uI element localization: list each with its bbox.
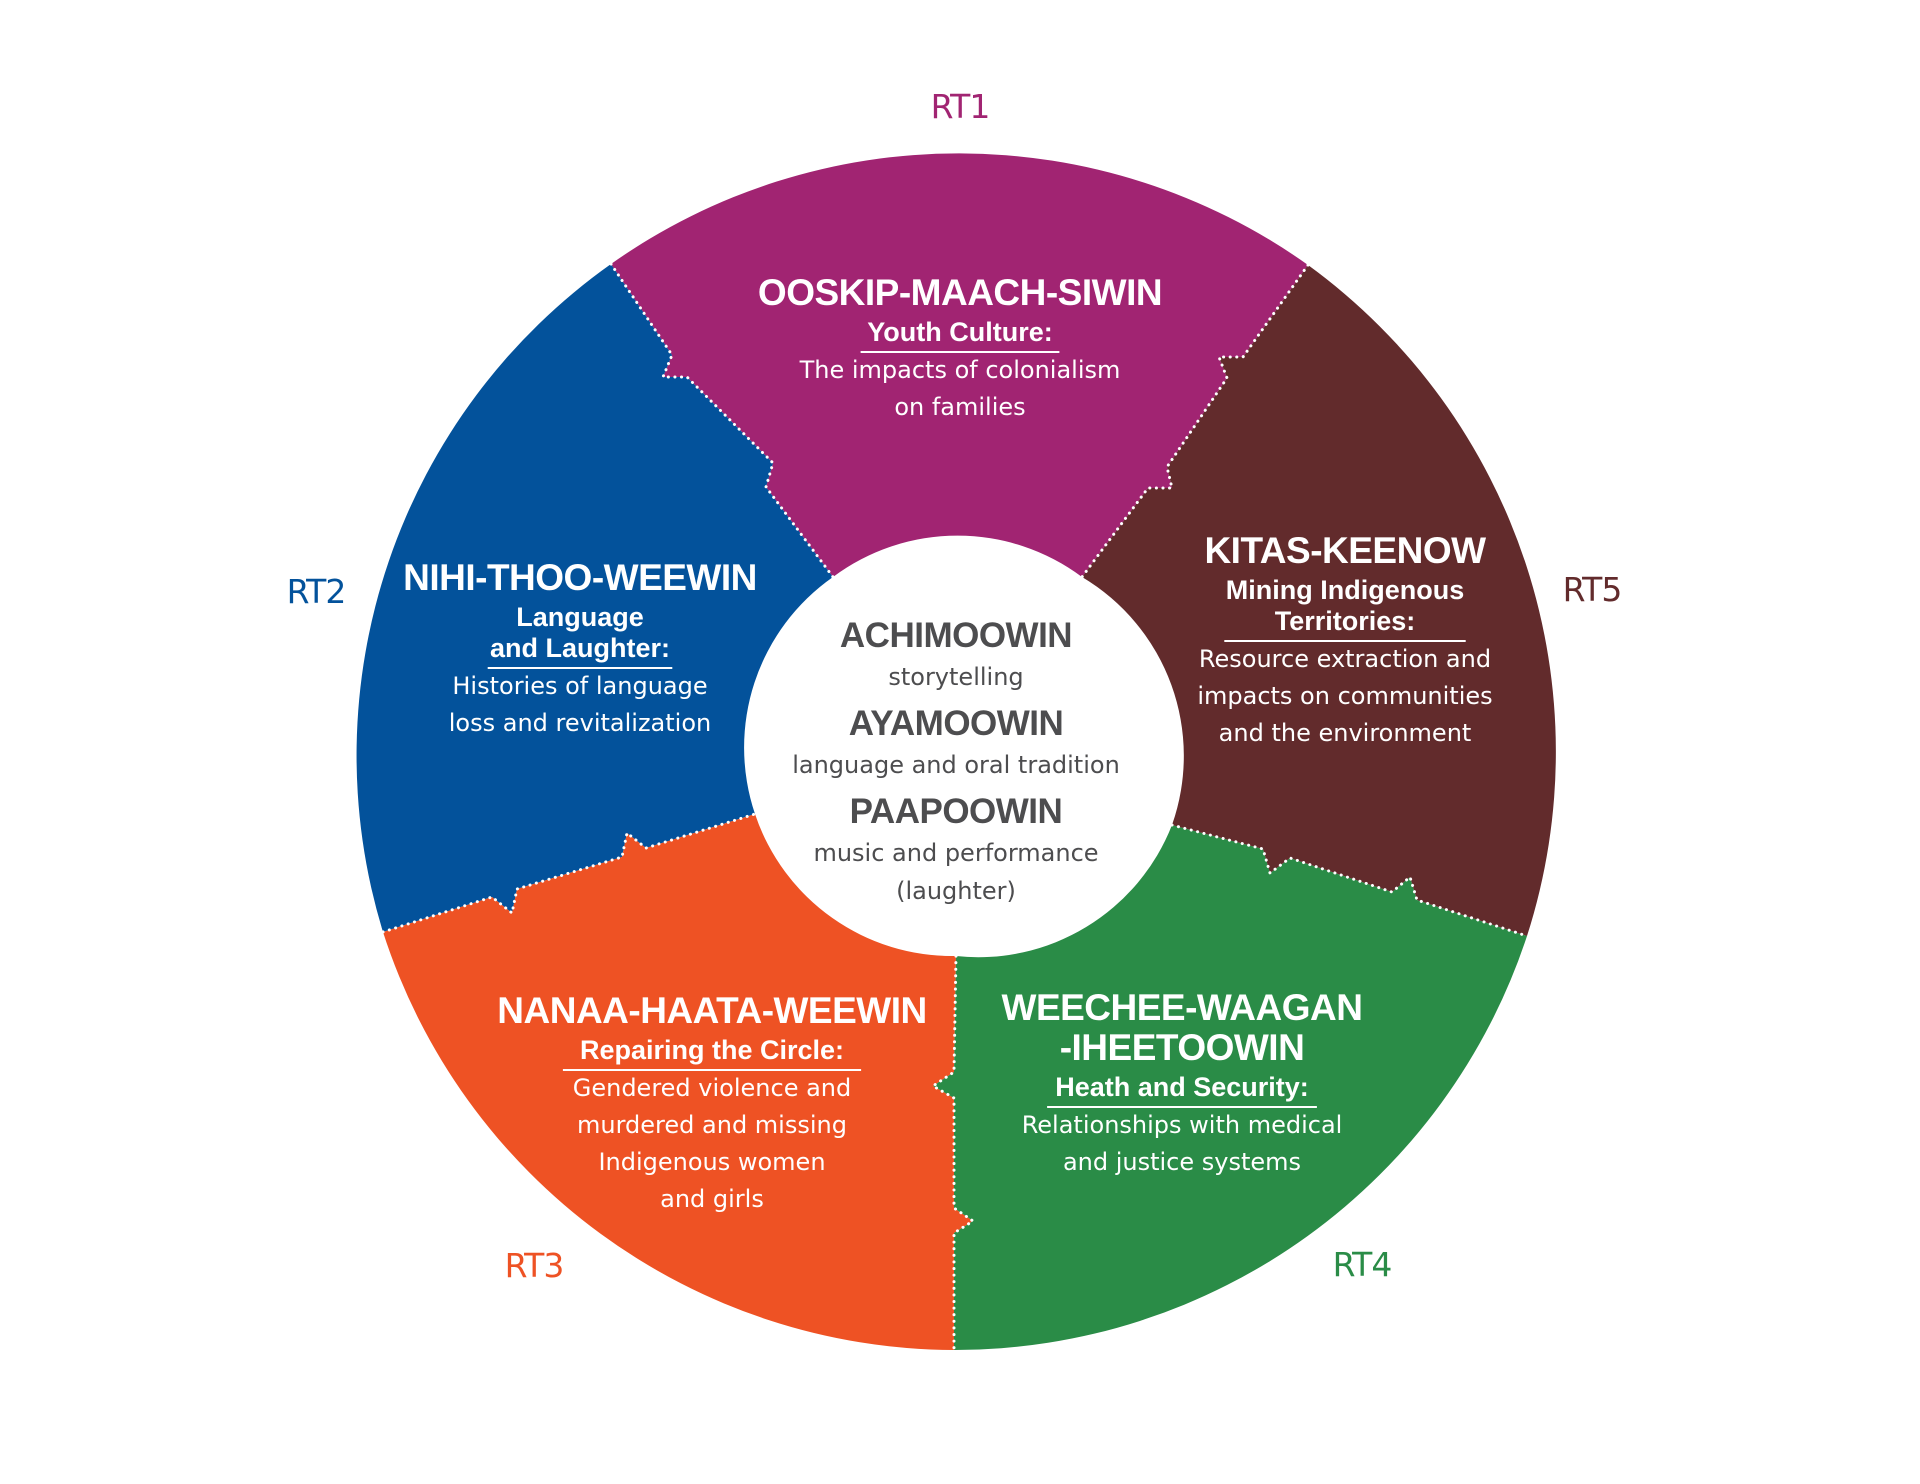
sector-description: impacts on communities bbox=[1197, 682, 1492, 710]
sector-title: KITAS-KEENOW bbox=[1204, 530, 1486, 571]
label-rt5: RT5 bbox=[1563, 570, 1622, 609]
sector-subtitle: Mining Indigenous bbox=[1226, 575, 1464, 605]
center-item-title: PAAPOOWIN bbox=[850, 792, 1063, 831]
sector-description: on families bbox=[894, 393, 1025, 421]
sector-text-rt3: NANAA-HAATA-WEEWIN Repairing the Circle: G… bbox=[497, 990, 927, 1213]
sector-description: Indigenous women bbox=[598, 1148, 825, 1176]
center-item-title: AYAMOOWIN bbox=[849, 704, 1064, 743]
sector-title: NIHI-THOO-WEEWIN bbox=[403, 557, 757, 598]
sector-description: murdered and missing bbox=[577, 1111, 847, 1139]
sector-description: Resource extraction and bbox=[1199, 645, 1491, 673]
sector-description: Histories of language bbox=[452, 672, 707, 700]
center-item-description: music and performance bbox=[813, 839, 1098, 867]
sector-title: -IHEETOOWIN bbox=[1060, 1027, 1305, 1068]
divider-rt4-rt5 bbox=[1170, 823, 1529, 938]
sector-text-rt4: WEECHEE-WAAGAN-IHEETOOWIN Heath and Secur… bbox=[1002, 987, 1363, 1176]
sector-description: and justice systems bbox=[1063, 1148, 1301, 1176]
divider-rt3-rt4 bbox=[930, 954, 976, 1352]
sector-rt2-language-and-laughter bbox=[356, 264, 833, 932]
label-rt1: RT1 bbox=[931, 87, 990, 126]
sector-title: WEECHEE-WAAGAN bbox=[1002, 987, 1363, 1028]
label-rt4: RT4 bbox=[1333, 1245, 1392, 1284]
sector-rt3-repairing-the-circle bbox=[383, 814, 973, 1350]
sector-subtitle: Language bbox=[516, 602, 644, 632]
center-item-description: language and oral tradition bbox=[792, 751, 1120, 779]
sector-subtitle: and Laughter: bbox=[490, 633, 670, 663]
sector-title: OOSKIP-MAACH-SIWIN bbox=[758, 272, 1162, 313]
center-item-title: ACHIMOOWIN bbox=[840, 616, 1072, 655]
sector-rt5-mining-indigenous-territories bbox=[1082, 265, 1556, 936]
sector-title: NANAA-HAATA-WEEWIN bbox=[497, 990, 926, 1031]
sector-text-rt5: KITAS-KEENOW Mining IndigenousTerritories… bbox=[1197, 530, 1492, 747]
sector-description: and girls bbox=[660, 1185, 764, 1213]
sector-rt4-health-and-security bbox=[933, 825, 1527, 1351]
sector-description: The impacts of colonialism bbox=[799, 356, 1121, 384]
center-item-description: storytelling bbox=[888, 663, 1023, 691]
sector-description: Relationships with medical bbox=[1022, 1111, 1343, 1139]
sector-rt1-youth-culture bbox=[611, 153, 1308, 577]
label-rt2: RT2 bbox=[287, 572, 346, 611]
center-item-description: (laughter) bbox=[896, 877, 1016, 905]
center-circle bbox=[748, 540, 1164, 956]
divider-rt2-rt3 bbox=[381, 812, 757, 934]
sector-description: and the environment bbox=[1219, 719, 1472, 747]
divider-rt1-rt2 bbox=[609, 262, 835, 579]
divider-rt1-rt5 bbox=[1080, 263, 1310, 579]
label-rt3: RT3 bbox=[505, 1246, 564, 1285]
sector-description: Gendered violence and bbox=[573, 1074, 851, 1102]
sector-subtitle: Repairing the Circle: bbox=[580, 1035, 844, 1065]
sector-description: loss and revitalization bbox=[449, 709, 711, 737]
sector-subtitle: Youth Culture: bbox=[867, 317, 1052, 347]
sector-subtitle: Territories: bbox=[1275, 606, 1416, 636]
sector-subtitle: Heath and Security: bbox=[1055, 1072, 1309, 1102]
sector-text-rt1: OOSKIP-MAACH-SIWIN Youth Culture: The impa… bbox=[758, 272, 1163, 421]
